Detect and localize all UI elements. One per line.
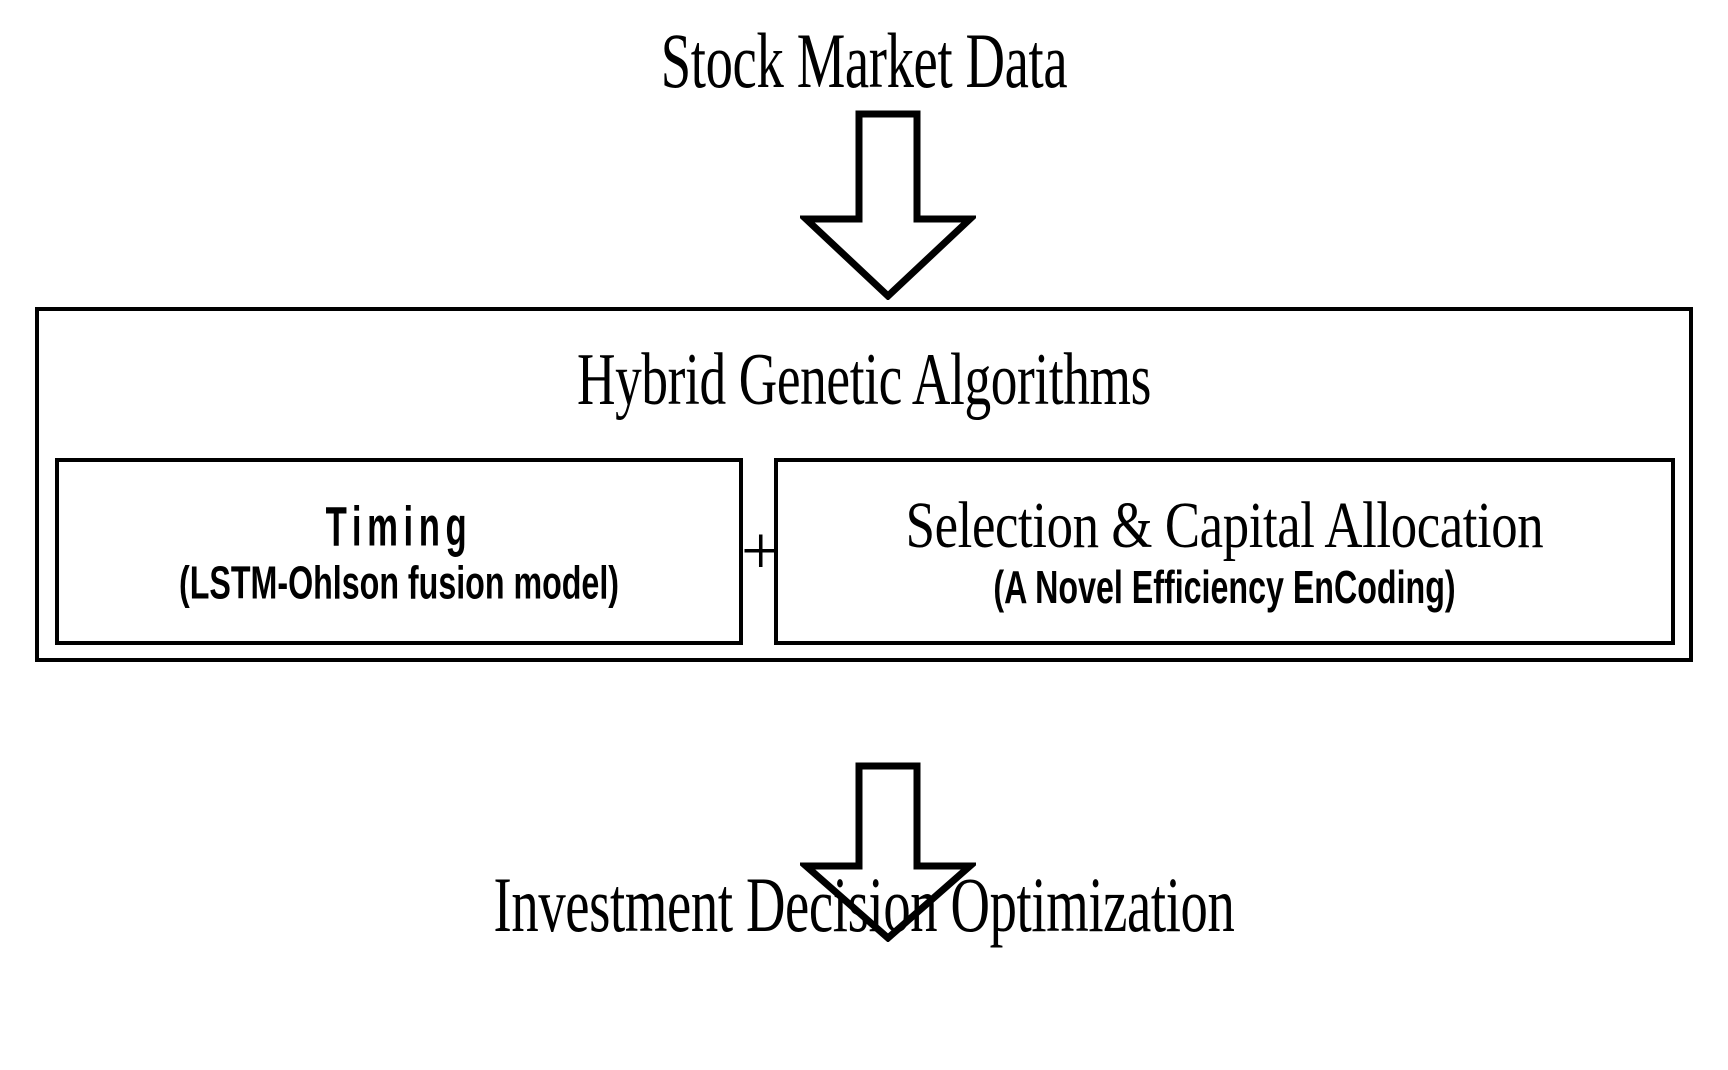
main-process-box: Hybrid Genetic Algorithms Timing (LSTM-O… [35,307,1693,662]
component-timing-content: Timing (LSTM-Ohlson fusion model) [59,493,739,608]
component-selection-subtitle: (A Novel Efficiency EnCoding) [993,561,1456,614]
page-title-stock-market-data: Stock Market Data [660,17,1068,104]
page-title-investment-decision-optimization: Investment Decision Optimization [493,861,1235,948]
arrow-down-to-output-icon [796,762,980,947]
arrow-down-to-main-box-icon [797,110,979,305]
main-process-heading: Hybrid Genetic Algorithms [576,339,1152,421]
plus-operator: + [741,512,781,590]
component-row: Timing (LSTM-Ohlson fusion model) + Sele… [55,458,1675,645]
component-selection-heading: Selection & Capital Allocation [905,488,1544,562]
component-box-timing: Timing (LSTM-Ohlson fusion model) [55,458,743,645]
component-timing-subtitle: (LSTM-Ohlson fusion model) [178,555,620,608]
component-selection-content: Selection & Capital Allocation (A Novel … [778,488,1671,614]
component-timing-heading: Timing [325,493,473,557]
component-box-selection-capital-allocation: Selection & Capital Allocation (A Novel … [774,458,1675,645]
